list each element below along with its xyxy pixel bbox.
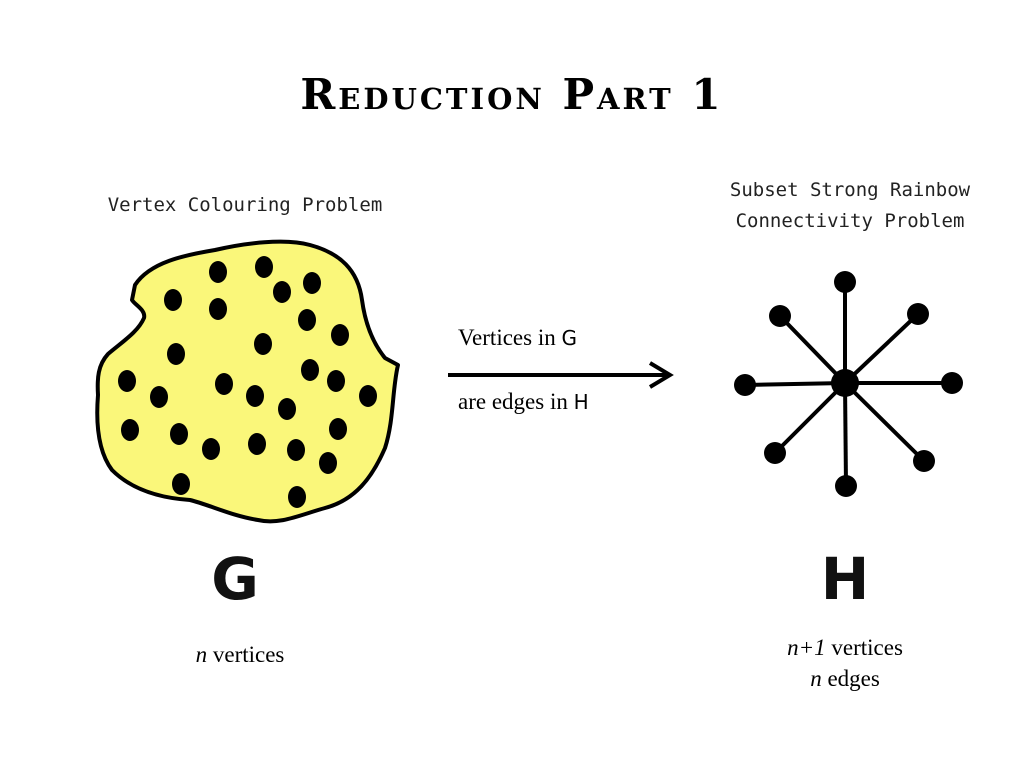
graph-g-vertex — [329, 418, 347, 440]
graph-h-leaf-vertex — [834, 271, 856, 293]
graph-g-vertex — [167, 343, 185, 365]
graph-g-vertex-count: n vertices — [140, 639, 340, 670]
arrow-bottom-label: are edges in H — [458, 386, 589, 418]
graph-g-vertex — [121, 419, 139, 441]
graph-g-vertex — [327, 370, 345, 392]
h-vertex-count: n+1 vertices — [740, 632, 950, 663]
graph-h-edge — [843, 312, 920, 385]
graph-g-vertex — [331, 324, 349, 346]
right-problem-line-2: Connectivity Problem — [735, 210, 965, 232]
arrow-bottom-text: are edges in — [458, 389, 574, 414]
graph-g-vertex — [170, 423, 188, 445]
arrow-bottom-graph: H — [573, 390, 589, 414]
graph-g-vertex — [288, 486, 306, 508]
graph-g-vertex — [301, 359, 319, 381]
graph-g-vertex — [254, 333, 272, 355]
graph-h-leaf-vertex — [769, 305, 791, 327]
arrow-top-graph: G — [561, 326, 577, 350]
graph-h-center-vertex — [831, 369, 859, 397]
arrow-top-label: Vertices in G — [458, 322, 577, 354]
graph-h-edge — [778, 314, 847, 385]
graph-h-star — [734, 271, 963, 497]
arrow-top-text: Vertices in — [458, 325, 562, 350]
graph-g-vertex — [215, 373, 233, 395]
graph-g-vertex — [273, 281, 291, 303]
graph-g-vertex — [150, 386, 168, 408]
h-edge-count: n edges — [740, 663, 950, 694]
right-problem-line-1: Subset Strong Rainbow — [729, 179, 971, 201]
graph-h-edge — [843, 381, 926, 463]
graph-g-vertex — [278, 398, 296, 420]
graph-g-vertices — [118, 256, 377, 508]
graph-h-leaf-vertex — [907, 303, 929, 325]
h-edges-variable: n — [810, 666, 822, 691]
graph-h-leaf-vertex — [913, 450, 935, 472]
graph-g-vertex — [255, 256, 273, 278]
g-count-text: vertices — [207, 642, 285, 667]
graph-g-vertex — [359, 385, 377, 407]
graph-g-vertex — [209, 261, 227, 283]
graph-g-blob — [95, 239, 400, 524]
graph-g-label: G — [211, 545, 259, 613]
graph-g-vertex — [209, 298, 227, 320]
graph-g-vertex — [248, 433, 266, 455]
slide-title: Reduction Part 1 — [300, 70, 724, 119]
graph-h-leaf-vertex — [835, 475, 857, 497]
graph-h-edge — [773, 381, 847, 455]
graph-g-vertex — [298, 309, 316, 331]
graph-g-vertex — [287, 439, 305, 461]
right-problem-label: Subset Strong Rainbow Connectivity Probl… — [690, 175, 1010, 237]
g-count-variable: n — [195, 642, 208, 667]
h-vertices-text: vertices — [825, 635, 903, 660]
graph-h-leaf-vertex — [764, 442, 786, 464]
graph-g-vertex — [303, 272, 321, 294]
graph-h-leaf-vertex — [734, 374, 756, 396]
graph-h-counts: n+1 vertices n edges — [740, 632, 950, 694]
h-vertices-variable: n+1 — [787, 635, 826, 660]
graph-g-vertex — [164, 289, 182, 311]
left-problem-label: Vertex Colouring Problem — [107, 194, 383, 216]
h-edges-text: edges — [821, 666, 880, 691]
graph-h-leaf-vertex — [941, 372, 963, 394]
graph-h-label: H — [820, 545, 870, 613]
graph-h-edge — [843, 382, 848, 487]
graph-h-edge — [744, 381, 846, 387]
graph-g-vertex — [319, 452, 337, 474]
graph-g-vertex — [172, 473, 190, 495]
graph-g-vertex — [246, 385, 264, 407]
reduction-arrow-head — [648, 361, 674, 389]
graph-g-vertex — [118, 370, 136, 392]
graph-g-vertex — [202, 438, 220, 460]
